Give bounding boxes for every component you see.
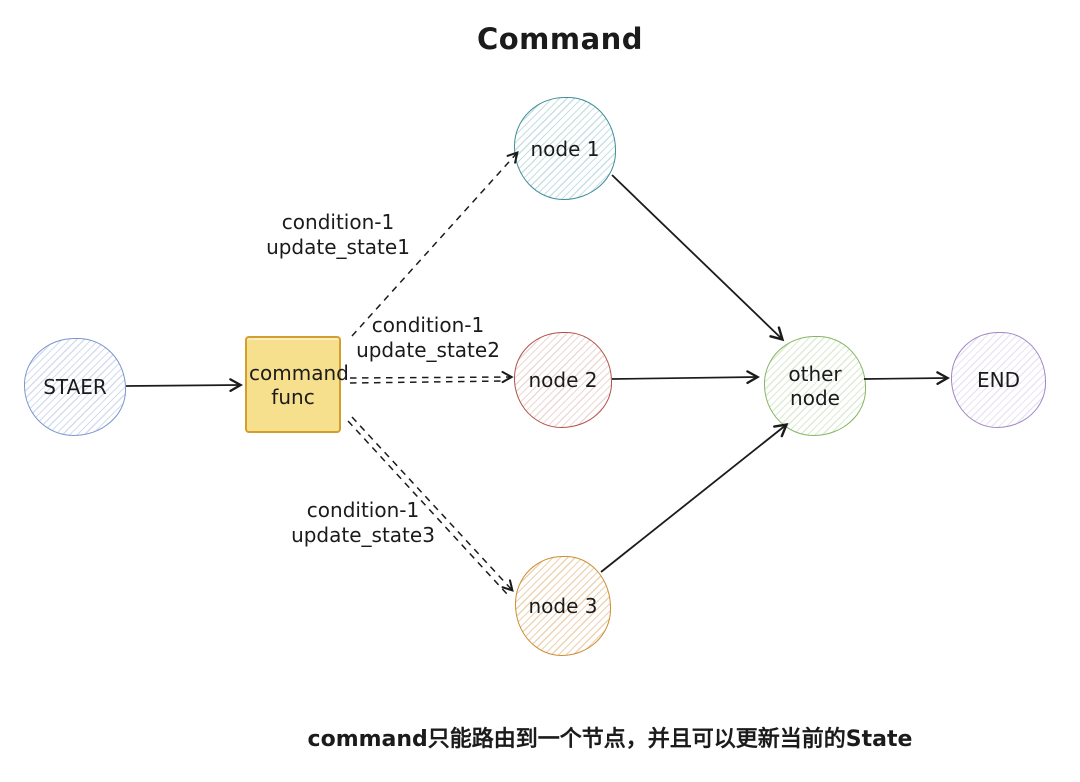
edge-label-to-node2-line2: update_state2 — [356, 338, 500, 362]
edge-command-to-node2 — [349, 370, 514, 384]
edge-label-to-node1-line1: condition-1 — [281, 210, 395, 234]
edge-label-to-node1: condition-1 update_state1 — [228, 210, 448, 260]
node-1-label: node 1 — [530, 136, 600, 161]
edge-label-to-node3-line2: update_state3 — [291, 523, 435, 547]
diagram-title: Command — [476, 22, 644, 56]
edge-other-to-end — [863, 371, 950, 385]
edge-label-to-node1-line2: update_state1 — [266, 235, 410, 259]
node-other-label: other node — [788, 362, 842, 410]
node-end: END — [951, 332, 1046, 428]
diagram-caption: command只能路由到一个节点，并且可以更新当前的State — [307, 727, 913, 752]
node-command-func: command func — [245, 336, 349, 433]
node-start: STAER — [24, 338, 126, 436]
node-end-label: END — [977, 368, 1020, 392]
edge-node3-to-other — [600, 423, 789, 573]
node-other: other node — [764, 336, 866, 436]
edge-label-to-node2-line1: condition-1 — [371, 313, 485, 337]
edge-label-to-node3-line1: condition-1 — [306, 498, 420, 522]
edge-node1-to-other — [611, 174, 785, 342]
node-2-label: node 2 — [528, 368, 598, 392]
edge-node2-to-other — [611, 370, 760, 385]
node-3: node 3 — [515, 556, 611, 656]
edge-label-to-node2: condition-1 update_state2 — [318, 313, 538, 363]
node-1: node 1 — [514, 97, 616, 200]
edge-label-to-node3: condition-1 update_state3 — [253, 498, 473, 548]
edge-command-to-node2-double-stroke — [349, 380, 505, 384]
edge-start-to-command — [125, 378, 243, 392]
node-start-label: STAER — [43, 375, 107, 399]
node-2: node 2 — [514, 332, 612, 428]
node-command-func-label: command func — [249, 360, 349, 409]
node-3-label: node 3 — [528, 594, 598, 618]
